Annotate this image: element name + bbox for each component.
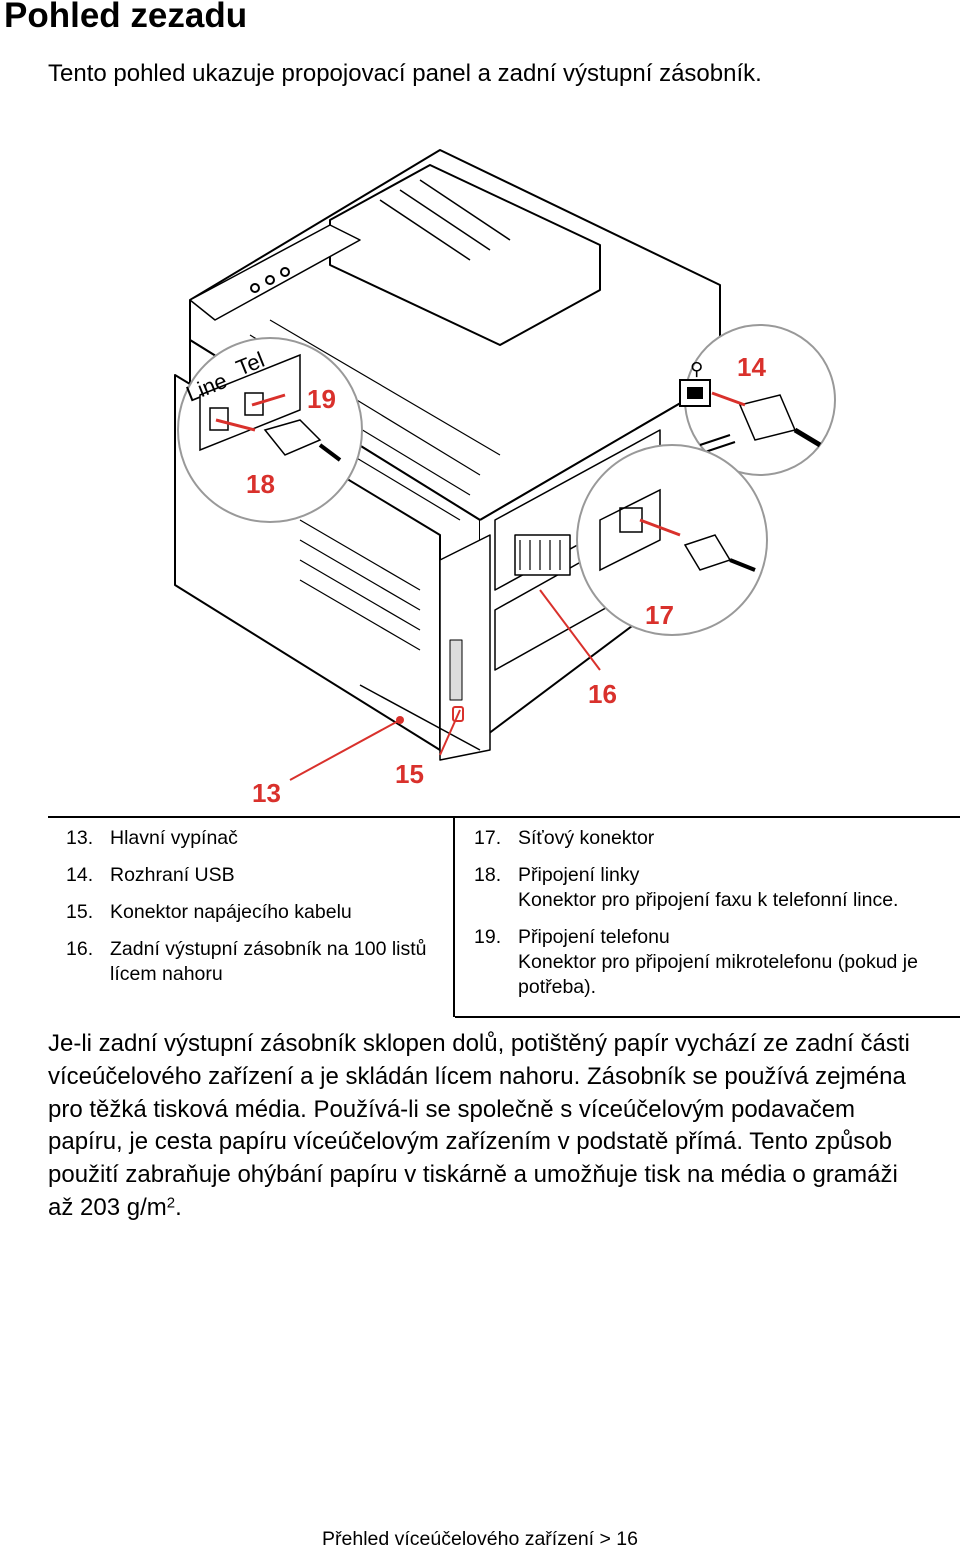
line-tel-zoom — [177, 337, 363, 523]
page-title: Pohled zezadu — [4, 0, 248, 35]
legend-item: 14. Rozhraní USB — [66, 863, 446, 888]
legend-number: 16. — [66, 938, 94, 960]
body-end: . — [175, 1193, 182, 1221]
legend-label: Připojení linky — [518, 864, 640, 886]
legend-item: 16. Zadní výstupní zásobník na 100 listů … — [66, 937, 446, 987]
usb-symbol-icon: ⚲ — [690, 359, 703, 379]
legend-item: 13. Hlavní vypínač — [66, 826, 446, 851]
legend-number: 18. — [474, 864, 502, 886]
callout-16: 16 — [588, 679, 617, 709]
body-text: Je-li zadní výstupní zásobník sklopen do… — [48, 1030, 910, 1221]
unit-superscript: 2 — [166, 1194, 176, 1212]
legend-label: Zadní výstupní zásobník na 100 listů líc… — [110, 938, 427, 985]
leader-13 — [289, 719, 401, 781]
legend-label: Síťový konektor — [518, 827, 655, 849]
legend-number: 14. — [66, 864, 94, 886]
callout-13: 13 — [252, 778, 281, 808]
leader-16 — [539, 589, 601, 671]
network-zoom — [576, 444, 768, 636]
callout-15: 15 — [395, 759, 424, 789]
legend-bottom-rule — [455, 1016, 960, 1018]
legend-description: Konektor pro připojení faxu k telefonní … — [518, 889, 899, 911]
legend-description: Konektor pro připojení mikrotelefonu (po… — [518, 951, 918, 998]
legend-label: Hlavní vypínač — [110, 827, 238, 849]
callout-18: 18 — [246, 469, 275, 499]
intro-text: Tento pohled ukazuje propojovací panel a… — [48, 60, 762, 87]
page-footer: Přehled víceúčelového zařízení > 16 — [322, 1528, 638, 1550]
leader-15 — [439, 709, 461, 756]
printer-rear-view-illustration: Line Tel ⚲ 13 14 15 16 17 18 19 — [174, 149, 836, 808]
legend-label: Rozhraní USB — [110, 864, 235, 886]
callout-14: 14 — [737, 352, 766, 382]
callout-19: 19 — [307, 384, 336, 414]
control-panel — [189, 224, 361, 321]
adf-unit — [329, 164, 601, 346]
legend-label: Konektor napájecího kabelu — [110, 901, 352, 923]
rear-panel — [439, 534, 491, 761]
legend-label: Připojení telefonu — [518, 926, 670, 948]
legend-left: 13. Hlavní vypínač 14. Rozhraní USB 15. Kon… — [66, 826, 446, 999]
legend-number: 15. — [66, 901, 94, 923]
legend-number: 13. — [66, 827, 94, 849]
usb-zoom — [679, 324, 836, 476]
body-paragraph: Je-li zadní výstupní zásobník sklopen do… — [48, 1028, 928, 1225]
legend-number: 19. — [474, 926, 502, 948]
legend-item: 17. Síťový konektor — [474, 826, 954, 851]
legend-number: 17. — [474, 827, 502, 849]
legend-top-rule — [48, 816, 960, 818]
callout-17: 17 — [645, 600, 674, 630]
legend-item: 15. Konektor napájecího kabelu — [66, 900, 446, 925]
legend-column-divider — [453, 817, 455, 1017]
